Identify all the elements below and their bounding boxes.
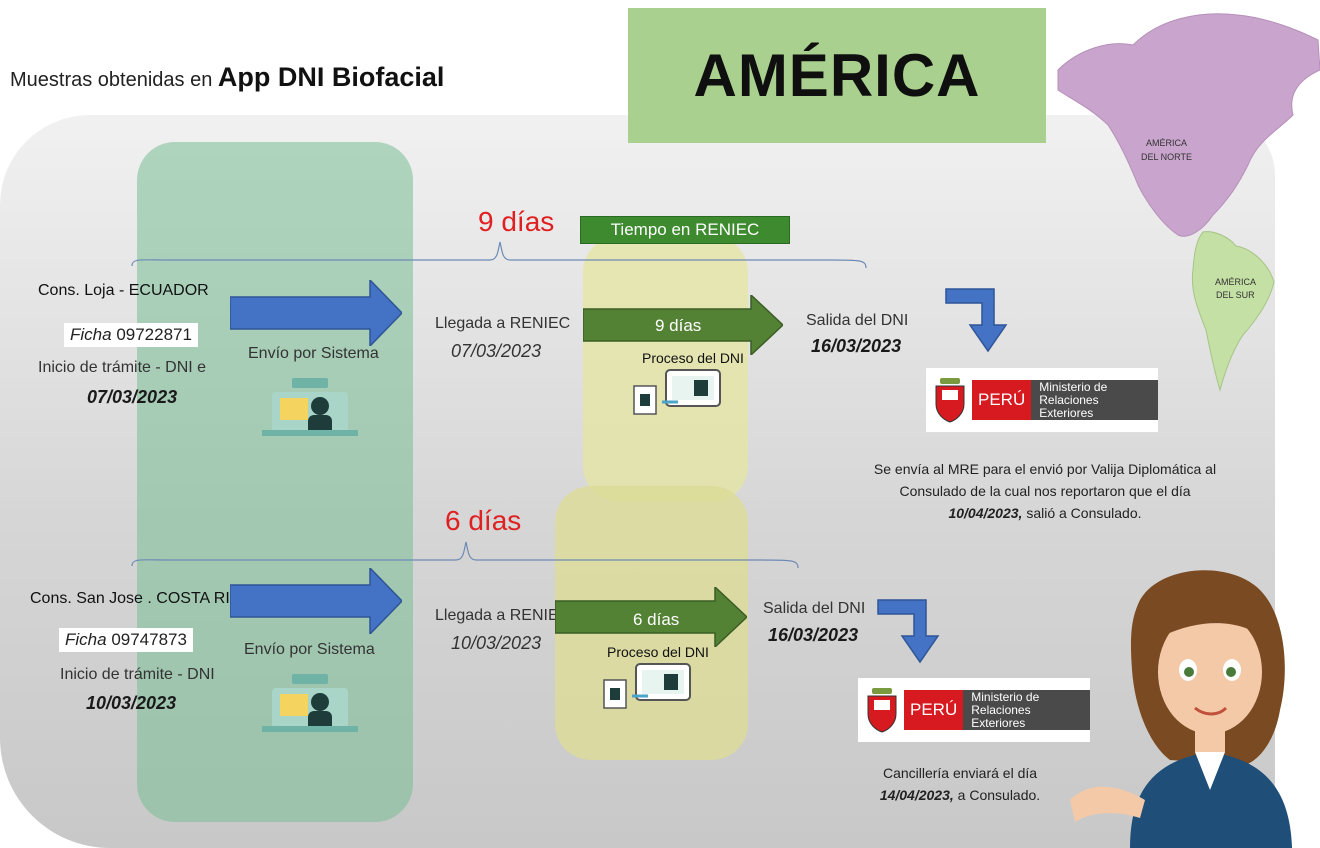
total-days-row1: 9 días [478,206,555,237]
presenter-woman-illustration [1070,570,1292,848]
note-row1: Se envía al MRE para el envió por Valija… [870,458,1220,524]
process-arrow-row2 [555,587,747,647]
subtitle-prefix: Muestras obtenidas en [10,69,213,91]
note1-tail: salió a Consulado. [1026,505,1142,521]
app-name: App DNI Biofacial [217,62,445,92]
note1-line2: Consulado de la cual nos reportaron que … [899,483,1191,499]
consulate-row1: Cons. Loja - ECUADOR [38,282,209,299]
exit-label-row1: Salida del DNI [806,312,909,329]
arrival-label-row2: Llegada a RENIEC [435,607,571,624]
note1-line1: Se envía al MRE para el envió por Valija… [873,461,1217,477]
brace-row2 [131,541,799,568]
south-label-1: AMÉRICA [1215,277,1256,287]
send-arrow-row1 [230,280,402,346]
process-label-row2: Proceso del DNI [607,644,709,660]
consulate-row2: Cons. San Jose . COSTA RICA [30,590,253,607]
note1-line3: 10/04/2023, salió a Consulado. [870,502,1220,524]
process-days-row2: 6 días [633,610,680,629]
start-label-row2: Inicio de trámite - DNI [60,666,215,683]
region-title: AMÉRICA [693,42,981,109]
mre-name-row1: Ministerio de Relaciones Exteriores [1031,380,1158,420]
south-label-2: DEL SUR [1216,290,1255,300]
north-label-1: AMÉRICA [1146,138,1187,148]
arrival-date-row1: 07/03/2023 [451,341,542,361]
ficha-row2: Ficha 09747873 [59,628,193,652]
process-label-row1: Proceso del DNI [642,350,744,366]
ficha-number-row2: 09747873 [111,630,187,649]
turn-down-arrow-row2 [877,599,940,664]
mre-name-row2: Ministerio de Relaciones Exteriores [963,690,1090,730]
start-date-row1: 07/03/2023 [87,387,178,407]
start-date-row2: 10/03/2023 [86,693,177,713]
mre-line2-row2: Relaciones Exteriores [971,702,1031,730]
arrival-label-row1: Llegada a RENIEC [435,315,571,332]
note2-line1: Cancillería enviará el día [882,765,1038,781]
exit-date-row2: 16/03/2023 [768,625,859,645]
mre-logo-row2: PERÚ Ministerio de Relaciones Exteriores [858,678,1090,742]
note2-line2: 14/04/2023, a Consulado. [850,784,1070,806]
ficha-label-row1: Ficha [70,325,112,344]
mre-line1-row1: Ministerio de [1039,379,1108,394]
mre-country-row1: PERÚ [972,380,1032,420]
mre-line1-row2: Ministerio de [971,689,1040,704]
computer-user-icon [262,674,358,732]
exit-label-row2: Salida del DNI [763,600,866,617]
reniec-time-tag: Tiempo en RENIEC [580,216,790,244]
reniec-highlight-top [583,236,748,502]
note1-date: 10/04/2023, [948,505,1023,521]
brace-row1 [131,241,867,268]
page-subtitle: Muestras obtenidas en App DNI Biofacial [10,62,444,93]
mre-line2-row1: Relaciones Exteriores [1039,392,1099,420]
note2-date: 14/04/2023, [879,787,954,803]
ficha-row1: Ficha 09722871 [64,323,198,347]
start-label-row1: Inicio de trámite - DNI e [38,359,207,376]
arrival-date-row2: 10/03/2023 [451,633,542,653]
total-days-row2: 6 días [445,505,522,536]
peru-shield-icon [867,688,897,733]
process-days-row1: 9 días [655,316,702,335]
ficha-number-row1: 09722871 [116,325,192,344]
turn-down-arrow-row1 [945,288,1008,353]
process-arrow-row1 [583,295,783,355]
send-label-row2: Envío por Sistema [244,641,375,658]
send-label-row1: Envío por Sistema [248,345,379,362]
americas-map-icon: AMÉRICA DEL NORTE AMÉRICA DEL SUR [1057,13,1320,392]
note-row2: Cancillería enviará el día 14/04/2023, a… [850,762,1070,806]
mre-country-row2: PERÚ [904,690,964,730]
note2-tail: a Consulado. [957,787,1041,803]
mre-logo-row1: PERÚ Ministerio de Relaciones Exteriores [926,368,1158,432]
database-process-icon [603,663,691,709]
region-title-box: AMÉRICA [628,8,1046,143]
send-arrow-row2 [230,568,402,634]
exit-date-row1: 16/03/2023 [811,336,902,356]
peru-shield-icon [935,378,965,423]
reniec-time-label: Tiempo en RENIEC [610,220,760,239]
north-label-2: DEL NORTE [1141,152,1192,162]
computer-user-icon [262,378,358,436]
database-process-icon [633,369,721,415]
ficha-label-row2: Ficha [65,630,107,649]
